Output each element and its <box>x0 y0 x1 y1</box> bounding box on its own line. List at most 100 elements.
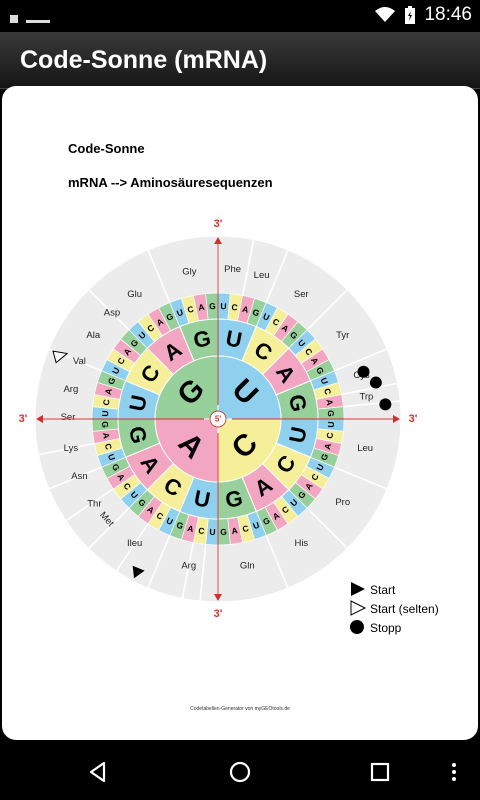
third-base-label: G <box>220 527 227 537</box>
third-base-label: A <box>145 504 156 516</box>
start-triangle-icon <box>132 565 145 579</box>
recents-button[interactable] <box>358 752 402 792</box>
third-base-label: U <box>106 453 117 462</box>
third-base-label: C <box>303 346 315 357</box>
back-button[interactable] <box>76 752 120 792</box>
notification-icons <box>10 10 51 28</box>
third-base-label: C <box>231 302 239 313</box>
third-base-label: C <box>145 322 156 334</box>
third-base-label: C <box>322 387 333 395</box>
sector-divider <box>306 507 348 549</box>
amino-acid-label: Gln <box>240 561 255 572</box>
second-base-label: U <box>224 325 244 353</box>
amino-acid-label: Leu <box>357 443 373 454</box>
third-base-label: G <box>296 489 308 501</box>
amino-acid-label: Ser <box>294 289 309 300</box>
third-base-label: G <box>100 421 110 428</box>
third-base-label: A <box>155 316 165 328</box>
third-base-label: U <box>175 307 184 318</box>
third-base-label: U <box>261 311 271 323</box>
legend-stop: Stopp <box>370 621 402 635</box>
third-base-label: A <box>303 481 315 492</box>
second-base-label: G <box>284 392 312 414</box>
sector-divider <box>147 535 171 589</box>
clock: 18:46 <box>424 4 472 25</box>
home-button[interactable] <box>218 752 262 792</box>
notification-icon <box>10 15 18 23</box>
third-base-label: A <box>322 442 333 450</box>
third-base-label: U <box>136 330 147 342</box>
document-subheading: mRNA --> Aminosäuresequenzen <box>68 175 273 190</box>
third-base-label: G <box>165 311 176 323</box>
sector-divider <box>115 523 149 572</box>
document-heading: Code-Sonne <box>68 141 145 156</box>
second-base-label: U <box>284 425 312 445</box>
third-base-label: U <box>209 527 216 537</box>
amino-acid-label: Ser <box>61 412 76 423</box>
amino-acid-label: Glu <box>127 289 142 300</box>
stop-dot-icon <box>357 365 370 378</box>
amino-acid-label: Arg <box>63 384 78 395</box>
sector-divider <box>88 289 130 331</box>
third-base-label: U <box>129 489 141 500</box>
third-base-label: C <box>271 316 281 328</box>
second-base-label: U <box>124 393 152 413</box>
third-base-label: G <box>110 462 122 473</box>
third-base-label: G <box>175 520 185 532</box>
start-triangle-icon <box>351 582 365 596</box>
navigation-bar <box>0 744 480 800</box>
axis-label: 3' <box>214 218 223 230</box>
sector-divider <box>147 249 171 303</box>
third-base-label: C <box>198 525 206 536</box>
sector-divider <box>181 542 195 599</box>
credit: Codetabellen-Generator von myGEOtools.de <box>190 706 290 712</box>
sector-divider <box>306 289 348 331</box>
app-title: Code-Sonne (mRNA) <box>20 46 268 74</box>
amino-acid-label: Thr <box>87 498 101 509</box>
third-base-label: U <box>110 366 122 376</box>
sector-divider <box>65 488 114 522</box>
third-base-label: G <box>251 307 261 319</box>
third-base-label: U <box>220 301 227 311</box>
third-base-label: C <box>101 399 112 407</box>
third-base-label: G <box>261 515 272 527</box>
amino-acid-label: Asn <box>71 471 87 482</box>
battery-icon <box>405 6 416 24</box>
overflow-menu-icon <box>452 763 456 781</box>
amino-acid-label: Ileu <box>127 538 142 549</box>
amino-acid-label: Ala <box>86 330 100 341</box>
wifi-icon <box>375 7 396 22</box>
third-base-label: A <box>103 387 114 395</box>
third-base-label: A <box>101 432 112 440</box>
third-base-label: G <box>314 366 326 377</box>
overflow-menu-button[interactable] <box>434 752 474 792</box>
axis-arrow-icon <box>36 415 43 423</box>
notification-icon <box>26 20 51 23</box>
third-base-label: G <box>319 452 331 462</box>
third-base-label: U <box>288 497 299 509</box>
sector-divider <box>334 348 388 372</box>
stop-dot-icon <box>350 620 364 634</box>
third-base-label: G <box>326 410 336 417</box>
amino-acid-label: Gly <box>182 266 197 277</box>
third-base-label: C <box>115 356 127 366</box>
second-base-label: U <box>192 485 212 513</box>
amino-acid-label: Asp <box>104 307 120 318</box>
second-base-label: G <box>124 424 152 446</box>
code-sun-document: Code-Sonne mRNA --> Aminosäuresequenzen … <box>19 141 439 712</box>
image-view[interactable]: Code-Sonne mRNA --> Aminosäuresequenzen … <box>2 86 478 740</box>
sector-divider <box>265 249 289 303</box>
sector-divider <box>341 382 398 396</box>
third-base-label: U <box>314 462 326 472</box>
recents-square-icon <box>370 762 390 782</box>
third-base-label: G <box>136 497 148 509</box>
third-base-label: C <box>324 432 335 440</box>
second-base-label: G <box>223 485 245 513</box>
third-base-label: G <box>128 337 140 349</box>
sector-divider <box>199 544 207 602</box>
third-base-label: A <box>198 302 206 313</box>
third-base-label: C <box>241 523 249 534</box>
sector-divider <box>48 466 102 490</box>
status-bar: 18:46 <box>0 0 480 32</box>
